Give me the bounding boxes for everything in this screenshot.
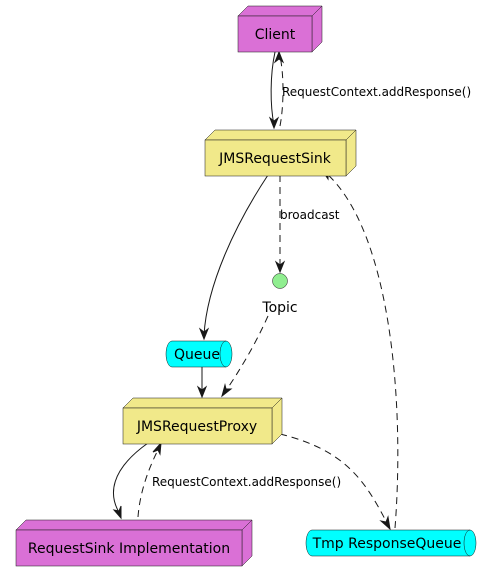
topic-circle-icon bbox=[272, 273, 288, 289]
edge-topic-to-proxy bbox=[221, 315, 269, 398]
node-topic: Topic bbox=[261, 273, 298, 316]
node-label-jms-request-sink: JMSRequestSink bbox=[218, 151, 332, 167]
edge-sink-to-queue bbox=[198, 174, 269, 341]
edge-queue-to-proxy bbox=[196, 367, 208, 399]
node-label-tmp-response-queue: Tmp ResponseQueue bbox=[312, 536, 462, 552]
edge-label-proxy-impl: RequestContext.addResponse() bbox=[152, 475, 341, 489]
node-tmp-response-queue: Tmp ResponseQueue bbox=[305, 529, 477, 557]
edge-proxy-to-impl bbox=[112, 442, 149, 520]
edge-proxy-to-tmpqueue bbox=[279, 433, 391, 531]
node-label-jms-request-proxy: JMSRequestProxy bbox=[136, 419, 257, 435]
node-queue: Queue bbox=[165, 340, 233, 368]
node-label-queue: Queue bbox=[174, 347, 220, 363]
edge-label-broadcast: broadcast bbox=[280, 208, 340, 222]
node-label-topic: Topic bbox=[261, 300, 297, 316]
edge-label-client-sink: RequestContext.addResponse() bbox=[282, 85, 471, 99]
edge-sink-to-client bbox=[273, 50, 285, 127]
edge-impl-to-proxy bbox=[137, 441, 162, 518]
node-label-request-sink-implementation: RequestSink Implementation bbox=[28, 541, 230, 557]
node-client: Client bbox=[237, 5, 323, 53]
edge-sink-to-topic bbox=[274, 175, 286, 274]
node-request-sink-implementation: RequestSink Implementation bbox=[15, 519, 253, 567]
node-jms-request-proxy: JMSRequestProxy bbox=[122, 397, 283, 445]
node-label-client: Client bbox=[255, 27, 296, 43]
node-jms-request-sink: JMSRequestSink bbox=[204, 129, 357, 177]
edge-client-to-sink bbox=[268, 51, 280, 130]
